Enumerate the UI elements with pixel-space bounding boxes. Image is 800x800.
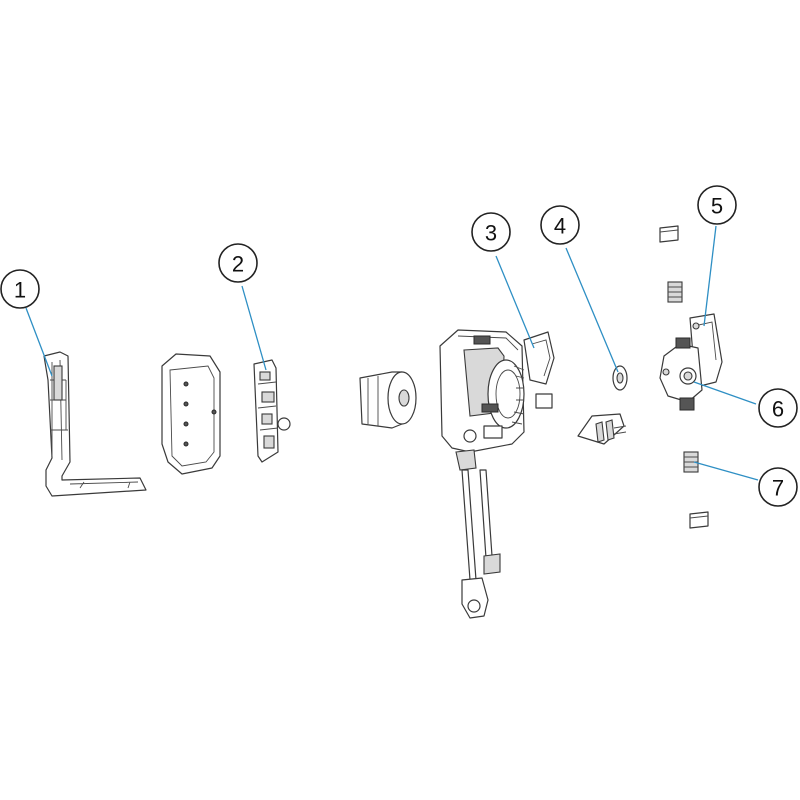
part-7-bottom-spring	[683, 451, 699, 473]
leader-3	[495, 255, 535, 349]
leader-1	[25, 307, 53, 377]
part-2-front-cover	[161, 353, 221, 475]
part-5-top-spring	[667, 281, 683, 303]
part-2-circuit-board	[253, 359, 291, 463]
motor-housing	[359, 371, 417, 429]
part-6-valve-body	[659, 337, 703, 411]
part-5-top-cap	[659, 225, 679, 243]
callout-1: 1	[0, 269, 40, 309]
leader-5	[703, 225, 717, 327]
callout-2: 2	[218, 243, 258, 283]
callout-4-label: 4	[554, 214, 566, 239]
part-3-seal-plate	[523, 331, 555, 409]
part-4-washer	[612, 365, 628, 391]
callout-6: 6	[758, 388, 798, 428]
connector-block	[577, 413, 627, 445]
main-pump-body	[439, 329, 525, 619]
leader-6	[693, 381, 757, 405]
leader-7	[693, 461, 759, 481]
part-7-bottom-cap	[689, 511, 709, 529]
callout-3: 3	[471, 212, 511, 252]
callout-5: 5	[697, 185, 737, 225]
part-1-wall-bracket	[43, 351, 147, 497]
leader-2	[241, 285, 267, 371]
callout-5-label: 5	[711, 194, 723, 219]
callout-4: 4	[540, 205, 580, 245]
callout-3-label: 3	[485, 221, 497, 246]
callout-1-label: 1	[14, 278, 26, 303]
callout-7: 7	[758, 467, 798, 507]
callout-6-label: 6	[772, 397, 784, 422]
callout-7-label: 7	[772, 476, 784, 501]
leader-4	[565, 247, 619, 373]
callout-2-label: 2	[232, 252, 244, 277]
